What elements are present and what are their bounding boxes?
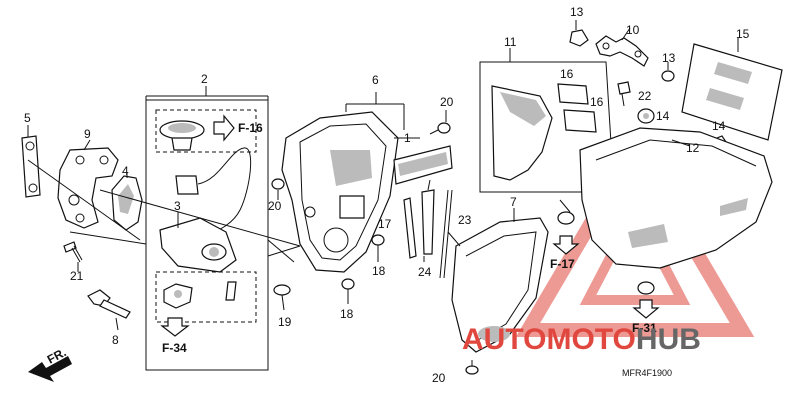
- callout-5: 5: [24, 111, 31, 125]
- callout-9: 9: [84, 127, 91, 141]
- front-direction-arrow: [28, 356, 72, 382]
- callout-3: 3: [174, 199, 181, 213]
- part-8-key: [87, 289, 131, 331]
- part-13-grommet-a: [569, 20, 589, 47]
- part-20-bolt-a: [429, 110, 451, 135]
- callout-8: 8: [112, 333, 119, 347]
- part-10-bracket: [595, 27, 649, 67]
- callout-10: 10: [626, 23, 640, 37]
- part-12-side-cover: [557, 127, 773, 295]
- callout-14-a: 14: [656, 109, 670, 123]
- part-24-tool: [403, 179, 435, 262]
- callout-4: 4: [122, 164, 129, 178]
- callout-7: 7: [510, 195, 517, 209]
- callout-20-left: 20: [268, 199, 282, 213]
- ref-f16: F-16: [238, 121, 263, 135]
- ref-f17: F-17: [550, 257, 575, 271]
- lock-part: [163, 283, 193, 309]
- callout-1: 1: [404, 131, 411, 145]
- diagram-code: MFR4F1900: [622, 368, 672, 378]
- part-7-side-cover: [451, 208, 549, 353]
- callout-13-a: 13: [570, 5, 584, 19]
- ref-arrow-f34: [160, 317, 190, 337]
- ref-f31: F-31: [632, 321, 657, 335]
- callout-23: 23: [458, 213, 472, 227]
- part-3-switch: [159, 147, 252, 301]
- part-2-group-box: [145, 86, 269, 371]
- part-20-bolt-c: [465, 360, 479, 375]
- watermark-red: AUTOMOTO: [462, 323, 636, 356]
- part-11-group: [479, 48, 615, 193]
- part-18-bolt-a: [371, 234, 385, 262]
- callout-24: 24: [418, 265, 432, 279]
- callout-16-b: 16: [590, 95, 604, 109]
- part-18-bolt-b: [341, 278, 355, 304]
- callout-19: 19: [278, 315, 292, 329]
- callout-18-a: 18: [372, 264, 386, 278]
- part-9-bracket: [57, 139, 119, 229]
- part-4-latch: [111, 172, 143, 231]
- callout-20-bottom: 20: [432, 371, 446, 385]
- part-15-sticker: [681, 38, 783, 141]
- part-19-bolt: [273, 284, 291, 311]
- callout-15: 15: [736, 27, 750, 41]
- watermark-grey: HUB: [636, 323, 701, 356]
- part-1-foam-strip: [393, 137, 453, 185]
- callout-12: 12: [686, 141, 700, 155]
- callout-18-b: 18: [340, 307, 354, 321]
- fuel-cap-part: [159, 120, 205, 151]
- callout-21: 22: [638, 89, 652, 103]
- callout-14-b: 14: [712, 119, 726, 133]
- part-5-bracket: [21, 125, 41, 198]
- part-13-grommet-b: [661, 62, 675, 82]
- callout-2: 2: [201, 72, 208, 86]
- callout-11: 11: [504, 35, 517, 49]
- callout-13-b: 13: [662, 51, 676, 65]
- part-22-bolt: [63, 241, 83, 272]
- watermark-text: AUTOMOTOHUB: [462, 323, 701, 356]
- part-21-bolt: [617, 81, 631, 107]
- ref-arrow-f16: [213, 114, 235, 142]
- callout-6: 6: [372, 73, 379, 87]
- callout-17: 17: [378, 217, 392, 231]
- part-14-grommet-a: [637, 108, 655, 124]
- callout-16-a: 16: [560, 67, 574, 81]
- ref-arrow-f31: [632, 299, 660, 319]
- part-6-cover: [281, 92, 405, 273]
- ref-f34: F-34: [162, 341, 187, 355]
- callout-20-top: 20: [440, 95, 454, 109]
- callout-22: 21: [70, 269, 84, 283]
- part-20-bolt-b: [271, 178, 285, 200]
- leader-lines: [27, 159, 461, 263]
- ref-arrow-f17: [552, 235, 580, 255]
- part-23-rod: [439, 189, 453, 279]
